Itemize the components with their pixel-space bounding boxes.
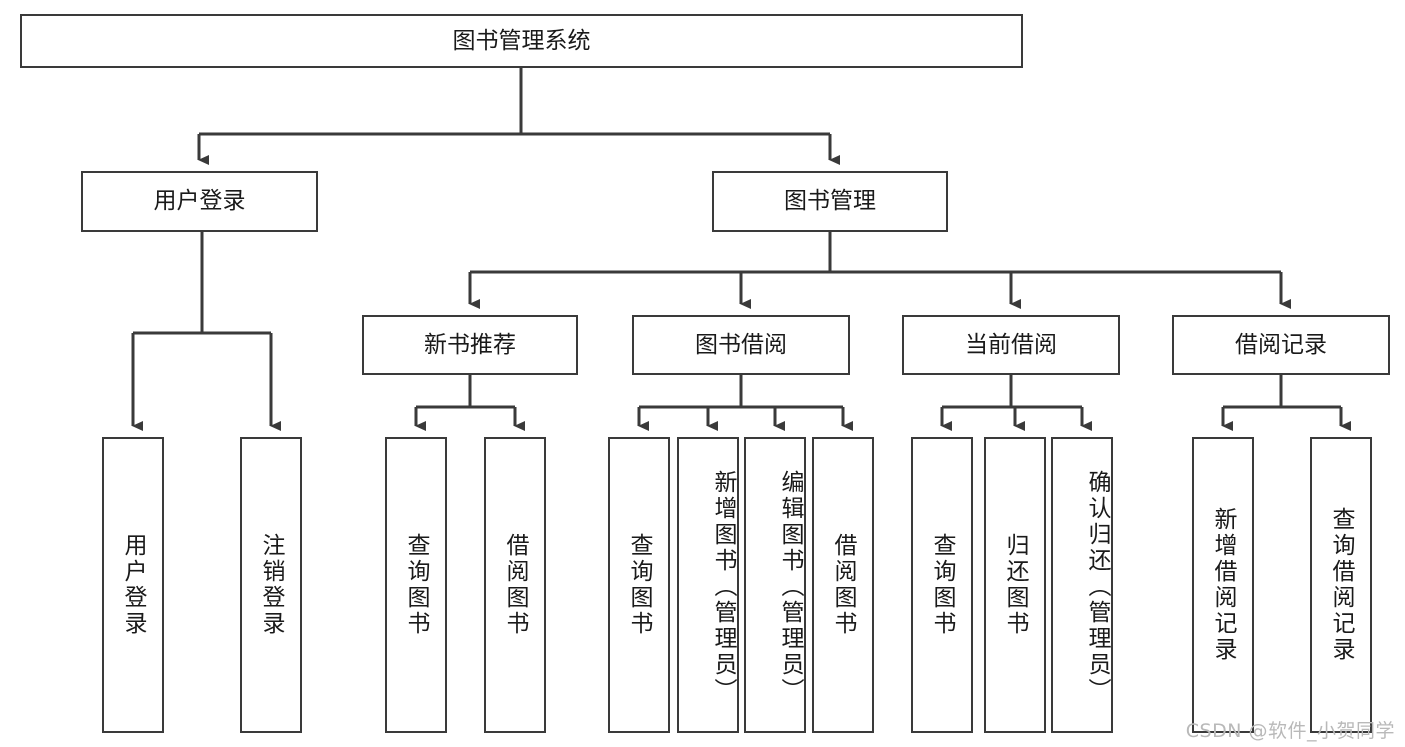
node-label: 图书管理 <box>784 188 876 215</box>
node-leaf-edit-book[interactable]: 编辑图书（管理员） <box>744 437 806 733</box>
node-label: 新增图书（管理员） <box>710 470 736 704</box>
node-label: 查询图书 <box>929 533 956 637</box>
node-label: 注销登录 <box>258 533 285 637</box>
node-leaf-query-book-3[interactable]: 查询图书 <box>911 437 973 733</box>
node-new-book-rec[interactable]: 新书推荐 <box>362 315 578 375</box>
node-leaf-add-record[interactable]: 新增借阅记录 <box>1192 437 1254 733</box>
node-label: 借阅记录 <box>1235 331 1327 358</box>
node-leaf-confirm-return[interactable]: 确认归还（管理员） <box>1051 437 1113 733</box>
node-label: 查询借阅记录 <box>1328 507 1355 663</box>
node-leaf-add-book[interactable]: 新增图书（管理员） <box>677 437 739 733</box>
node-label: 用户登录 <box>153 188 246 215</box>
node-current-borrow[interactable]: 当前借阅 <box>902 315 1120 375</box>
node-book-manage[interactable]: 图书管理 <box>712 171 948 232</box>
node-label: 查询图书 <box>403 533 430 637</box>
node-borrow-record[interactable]: 借阅记录 <box>1172 315 1390 375</box>
node-book-borrow[interactable]: 图书借阅 <box>632 315 850 375</box>
node-leaf-query-record[interactable]: 查询借阅记录 <box>1310 437 1372 733</box>
node-label: 查询图书 <box>626 533 653 637</box>
node-root[interactable]: 图书管理系统 <box>20 14 1023 68</box>
node-label: 借阅图书 <box>502 533 529 637</box>
node-label: 用户登录 <box>120 533 147 637</box>
node-leaf-logout[interactable]: 注销登录 <box>240 437 302 733</box>
node-label: 归还图书 <box>1002 533 1029 637</box>
node-leaf-borrow-book-2[interactable]: 借阅图书 <box>812 437 874 733</box>
node-label: 编辑图书（管理员） <box>777 470 803 704</box>
node-label: 确认归还（管理员） <box>1084 470 1110 704</box>
node-leaf-borrow-book-1[interactable]: 借阅图书 <box>484 437 546 733</box>
node-label: 图书管理系统 <box>452 27 591 54</box>
node-leaf-return-book[interactable]: 归还图书 <box>984 437 1046 733</box>
node-label: 新增借阅记录 <box>1210 507 1237 663</box>
watermark: CSDN @软件_小贺同学 <box>1185 720 1395 742</box>
node-label: 图书借阅 <box>695 331 787 358</box>
node-label: 借阅图书 <box>830 533 857 637</box>
node-leaf-query-book-2[interactable]: 查询图书 <box>608 437 670 733</box>
node-user-login[interactable]: 用户登录 <box>81 171 318 232</box>
node-leaf-user-login[interactable]: 用户登录 <box>102 437 164 733</box>
node-label: 新书推荐 <box>424 331 516 358</box>
node-label: 当前借阅 <box>965 331 1057 358</box>
node-leaf-query-book-1[interactable]: 查询图书 <box>385 437 447 733</box>
